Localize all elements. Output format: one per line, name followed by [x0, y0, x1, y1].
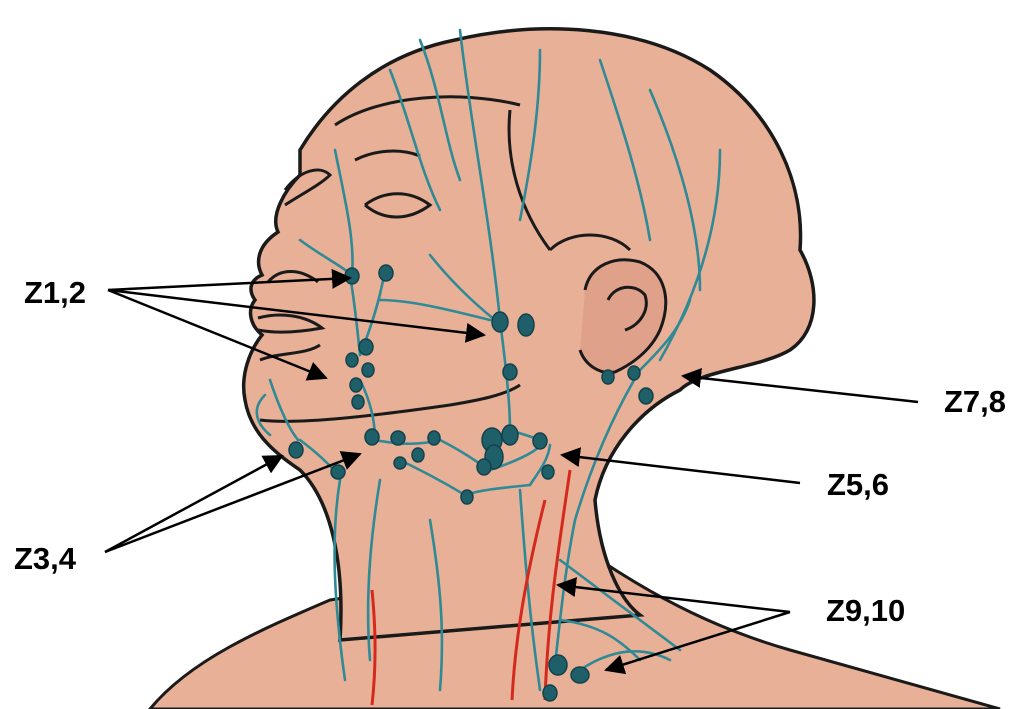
- label-z3-4: Z3,4: [14, 541, 77, 576]
- label-z5-6: Z5,6: [827, 467, 889, 502]
- label-z1-2: Z1,2: [24, 275, 86, 310]
- label-z9-10: Z9,10: [826, 593, 905, 628]
- label-z7-8: Z7,8: [944, 384, 1006, 419]
